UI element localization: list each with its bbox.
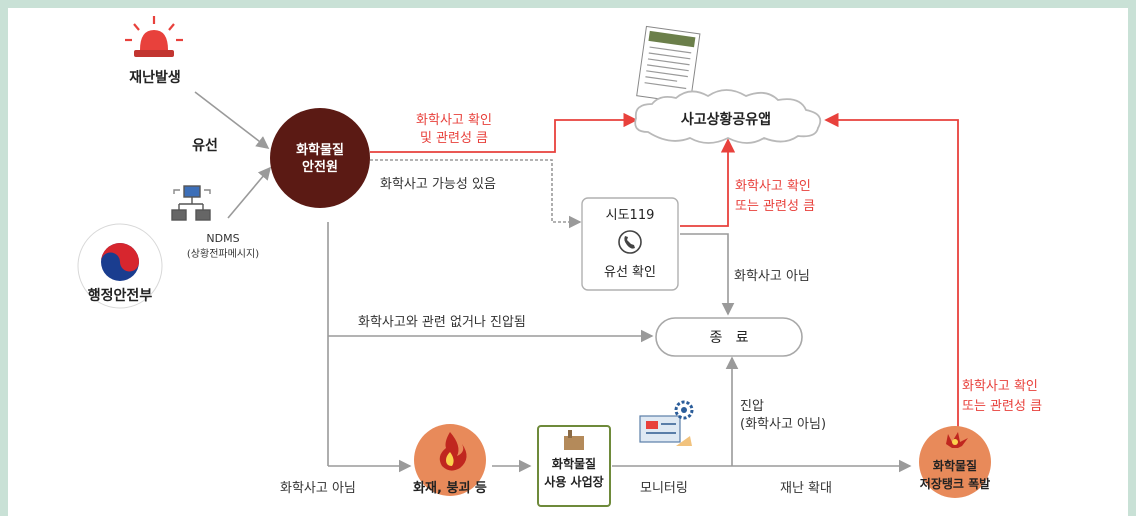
mois-emblem xyxy=(77,223,163,309)
disaster-label: 재난발생 xyxy=(129,69,181,86)
confirm-label-line2: 및 관련성 큼 xyxy=(420,131,488,146)
edge-sido-app xyxy=(680,138,736,227)
not-accident-bottom-label: 화학사고 아님 xyxy=(280,481,356,496)
ndms-label: NDMS xyxy=(206,232,239,245)
confirm-or-label-line2: 또는 관련성 큼 xyxy=(735,199,815,214)
edge-sido-end xyxy=(680,233,735,316)
wired-label: 유선 xyxy=(192,138,218,154)
tank-label-line2: 저장탱크 폭발 xyxy=(920,476,990,491)
site-label-line2: 사용 사업장 xyxy=(544,474,603,489)
site-node xyxy=(537,425,611,507)
edge-ncis-app xyxy=(370,112,638,153)
end-node xyxy=(655,317,803,357)
app-cloud xyxy=(634,89,822,144)
phone-icon xyxy=(618,230,642,254)
network-icon xyxy=(171,185,211,221)
explosion-icon xyxy=(946,432,968,448)
end-label: 종 료 xyxy=(709,330,748,346)
unrelated-label: 화학사고와 관련 없거나 진압됨 xyxy=(358,315,526,330)
monitoring-icon xyxy=(639,400,694,446)
tank-label-line1: 화학물질 xyxy=(933,458,977,473)
sido-119-sub: 유선 확인 xyxy=(604,265,656,280)
edge-disaster-ncis xyxy=(194,91,270,149)
fire-icon xyxy=(439,432,467,471)
fire-label: 화재, 붕괴 등 xyxy=(413,480,487,496)
edge-ndms-ncis xyxy=(227,166,272,219)
tank-node xyxy=(919,426,991,498)
confirm-right-label-line1: 화학사고 확인 xyxy=(962,379,1038,394)
ncis-label-line2: 안전원 xyxy=(302,159,338,175)
ndms-sub-label: (상황전파메시지) xyxy=(187,248,259,260)
sido-119-title: 시도119 xyxy=(606,208,655,223)
confirm-right-label-line2: 또는 관련성 큼 xyxy=(962,399,1042,414)
not-accident-label: 화학사고 아님 xyxy=(734,269,810,284)
confirm-label-line1: 화학사고 확인 xyxy=(416,113,492,128)
site-label-line1: 화학물질 xyxy=(552,456,596,471)
suppressed-label-line2: (화학사고 아님) xyxy=(740,417,826,432)
monitoring-label: 모니터링 xyxy=(640,481,688,496)
factory-icon xyxy=(564,430,584,450)
document-icon xyxy=(636,25,701,104)
suppressed-label-line1: 진압 xyxy=(740,399,764,414)
edge-tank-app xyxy=(824,112,959,440)
spread-label: 재난 확대 xyxy=(780,481,832,496)
confirm-or-label-line1: 화학사고 확인 xyxy=(735,179,811,194)
siren-icon xyxy=(125,16,183,57)
app-label: 사고상황공유앱 xyxy=(681,111,771,128)
mois-label: 행정안전부 xyxy=(88,287,153,304)
possible-label: 화학사고 가능성 있음 xyxy=(380,177,496,192)
ncis-label-line1: 화학물질 xyxy=(296,142,344,158)
edge-ncis-possible xyxy=(370,159,582,229)
ncis-node xyxy=(270,108,370,208)
